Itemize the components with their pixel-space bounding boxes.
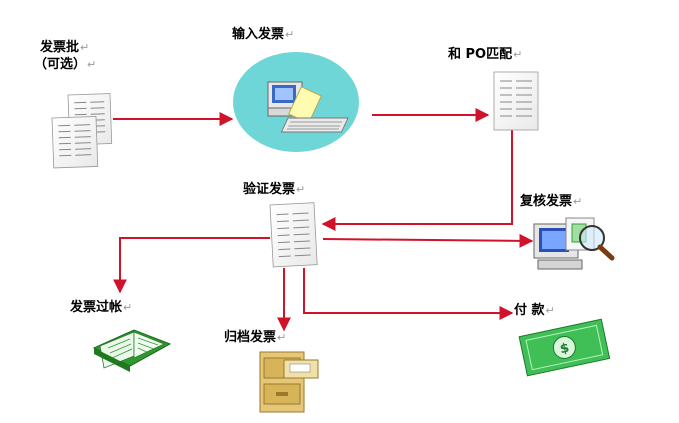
return-mark-icon: ↵	[296, 183, 305, 196]
arrow-validate-to-post	[120, 238, 270, 292]
arrow-match-to-validate	[323, 128, 512, 224]
enter-invoice-label: 输入发票↵	[232, 23, 294, 42]
validate-invoice-label-text: 验证发票	[243, 182, 295, 197]
invoice-batch-sublabel-text: （可选）	[34, 57, 86, 72]
review-invoice-label: 复核发票↵	[520, 190, 582, 209]
pay-label-text: 付 款	[514, 303, 545, 318]
return-mark-icon: ↵	[277, 331, 286, 344]
purchase-order-document-icon	[494, 72, 538, 130]
data-entry-computer-icon	[233, 52, 359, 152]
review-invoice-label-text: 复核发票	[520, 194, 572, 209]
return-mark-icon: ↵	[87, 58, 96, 71]
file-cabinet-icon	[260, 352, 318, 412]
return-mark-icon: ↵	[573, 195, 582, 208]
post-invoice-label-text: 发票过帐	[70, 300, 122, 315]
pay-label: 付 款↵	[514, 299, 555, 318]
archive-invoice-label: 归档发票↵	[224, 326, 286, 345]
ledger-book-icon	[94, 330, 170, 372]
cash-bill-icon: $	[519, 319, 609, 376]
archive-invoice-label-text: 归档发票	[224, 330, 276, 345]
arrow-validate-to-pay	[304, 268, 512, 313]
arrow-validate-to-review	[323, 239, 532, 241]
return-mark-icon: ↵	[123, 301, 132, 314]
match-po-label-text: 和 PO匹配	[448, 47, 512, 62]
return-mark-icon: ↵	[546, 304, 555, 317]
invoice-batch-sublabel: （可选）↵	[34, 53, 96, 72]
validate-invoice-label: 验证发票↵	[243, 178, 305, 197]
return-mark-icon: ↵	[513, 48, 522, 61]
invoice-batch-documents-icon	[52, 94, 112, 168]
enter-invoice-label-text: 输入发票	[232, 27, 284, 42]
post-invoice-label: 发票过帐↵	[70, 296, 132, 315]
return-mark-icon: ↵	[285, 28, 294, 41]
review-computer-magnifier-icon	[534, 218, 612, 269]
validate-document-icon	[270, 203, 317, 267]
match-po-label: 和 PO匹配↵	[448, 43, 522, 62]
